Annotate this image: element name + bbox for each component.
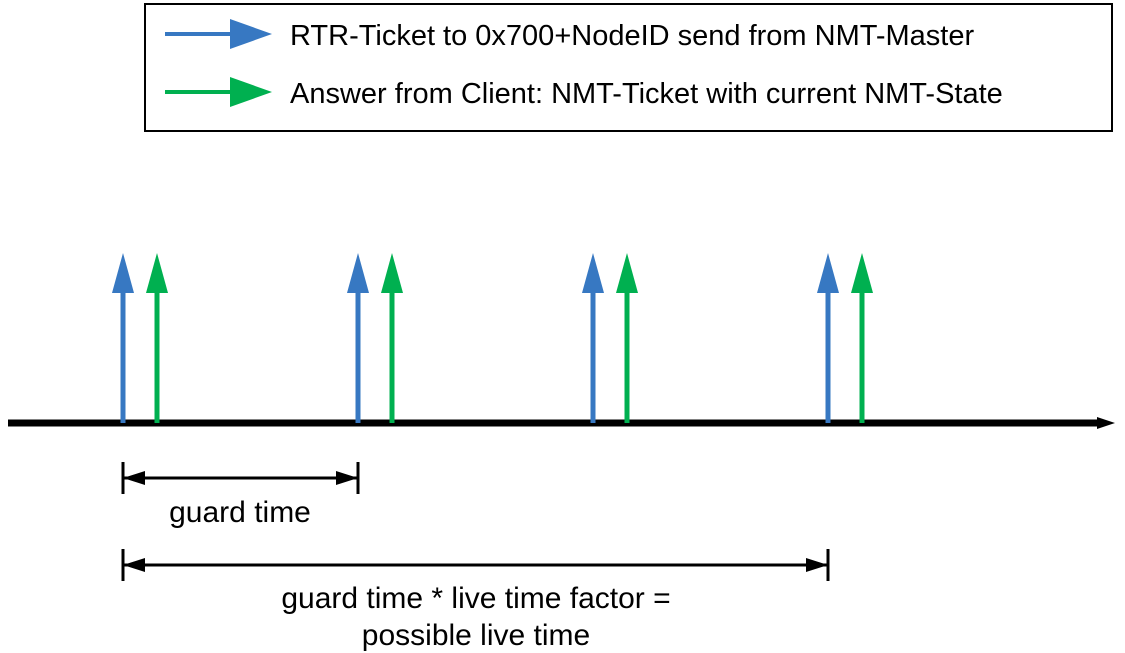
- client-arrow-1: [146, 253, 168, 423]
- master-arrow-2: [347, 253, 369, 423]
- master-arrow-3: [582, 253, 604, 423]
- master-arrow-head-1: [112, 253, 134, 293]
- client-arrow-2: [381, 253, 403, 423]
- event-pair-1: [112, 253, 168, 423]
- legend: RTR-Ticket to 0x700+NodeID send from NMT…: [144, 3, 1113, 132]
- legend-item-rtr-ticket: RTR-Ticket to 0x700+NodeID send from NMT…: [165, 19, 974, 52]
- right-arrow-icon: [230, 19, 272, 49]
- event-pair-2: [347, 253, 403, 423]
- master-arrow-4: [817, 253, 839, 423]
- event-pair-3: [582, 253, 638, 423]
- guard-time-label: guard time: [169, 496, 311, 529]
- client-arrow-4: [851, 253, 873, 423]
- legend-label-rtr-ticket: RTR-Ticket to 0x700+NodeID send from NMT…: [290, 20, 974, 52]
- master-arrow-head-2: [347, 253, 369, 293]
- dimension-possible-live-time: guard time * live time factor = possible…: [121, 549, 830, 652]
- legend-item-nmt-ticket: Answer from Client: NMT-Ticket with curr…: [165, 77, 1003, 110]
- master-arrow-head-3: [582, 253, 604, 293]
- dimension-guard-time: guard time: [121, 462, 360, 529]
- event-pair-4: [817, 253, 873, 423]
- live-time-label-line-1: guard time * live time factor =: [281, 582, 670, 615]
- master-arrow-head-4: [817, 253, 839, 293]
- client-arrow-3: [616, 253, 638, 423]
- legend-box: [144, 3, 1113, 132]
- legend-label-nmt-ticket: Answer from Client: NMT-Ticket with curr…: [290, 78, 1003, 110]
- client-arrow-head-4: [851, 253, 873, 293]
- client-arrow-head-2: [381, 253, 403, 293]
- master-arrow-1: [112, 253, 134, 423]
- client-arrow-head-1: [146, 253, 168, 293]
- live-time-label-line-2: possible live time: [362, 619, 590, 652]
- right-arrow-icon: [230, 77, 272, 107]
- client-arrow-head-3: [616, 253, 638, 293]
